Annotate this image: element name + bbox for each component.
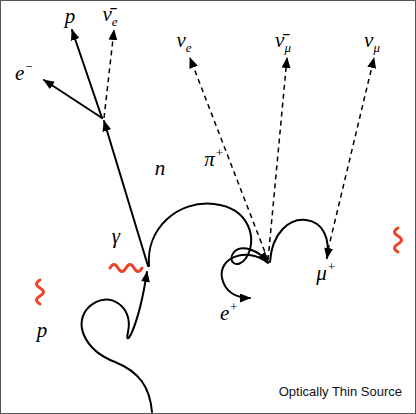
particle-label: γ (112, 224, 120, 248)
particle-label: μ+ (316, 261, 335, 285)
particle-label: νe (176, 28, 191, 52)
neutrino-track (190, 58, 268, 260)
particle-label: e− (15, 61, 33, 85)
photon-squiggle (110, 265, 142, 272)
region-fill (0, 27, 416, 414)
particle-label: p (37, 318, 48, 342)
particle-label: π+ (204, 147, 223, 171)
proton-track (82, 272, 152, 412)
positron-track (222, 255, 268, 298)
photon-squiggle (37, 280, 44, 304)
particle-label: n (155, 156, 166, 180)
neutrino-track (328, 58, 374, 250)
particle-label: e+ (220, 301, 238, 325)
decay-proton-track (72, 30, 102, 118)
photon-squiggle (395, 228, 402, 252)
region-label: Optically Thin Source (279, 384, 402, 399)
antineutrino-track (104, 30, 114, 118)
muon-track (270, 220, 328, 262)
decay-electron-track (44, 80, 102, 118)
particle-label: ν̄μ (275, 28, 291, 52)
particle-label: p (65, 4, 76, 28)
antineutrino-track (268, 58, 287, 260)
particle-label: ν̄e (102, 2, 117, 26)
pion-track (149, 204, 268, 266)
neutron-track (104, 121, 148, 266)
particle-label: νμ (364, 28, 380, 52)
